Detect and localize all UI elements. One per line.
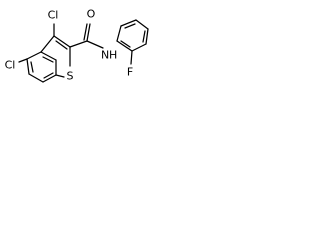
bond <box>30 61 34 73</box>
bond <box>40 35 55 53</box>
benzene-ring-bonds <box>26 51 57 83</box>
bond <box>145 28 149 45</box>
oxygen-label: O <box>87 8 96 21</box>
sulfur-label: S <box>67 70 74 83</box>
bond <box>26 58 30 75</box>
substituent-bonds <box>18 23 104 63</box>
bond <box>55 40 68 50</box>
bond <box>43 72 54 79</box>
bond <box>26 51 42 60</box>
nitrogen-label: N <box>101 49 109 62</box>
bond <box>131 43 147 52</box>
bond <box>40 51 57 61</box>
bond <box>18 58 28 63</box>
bond <box>42 56 54 63</box>
chlorine-label-top: Cl <box>48 9 59 22</box>
bond <box>83 23 88 41</box>
bond <box>116 25 122 42</box>
bond <box>116 40 133 52</box>
bond <box>28 73 44 83</box>
bond <box>53 35 71 48</box>
bond <box>86 23 91 42</box>
bond <box>55 74 65 78</box>
fluorine-label: F <box>127 66 133 79</box>
bond <box>142 30 146 43</box>
bond <box>69 40 88 48</box>
atom-labels: Cl Cl O N H S F <box>5 8 134 83</box>
bond <box>86 40 104 49</box>
bond <box>42 74 57 83</box>
molecule-structure: Cl Cl O N H S F <box>5 8 149 83</box>
fluorophenyl-ring-bonds <box>116 19 149 65</box>
hydrogen-label: H <box>109 49 117 62</box>
chlorine-label-left: Cl <box>5 59 16 72</box>
thiophene-ring-bonds <box>40 35 71 78</box>
bond <box>120 40 131 48</box>
bond <box>130 50 133 65</box>
bond <box>135 19 149 30</box>
bond <box>124 23 136 29</box>
bond <box>120 19 137 27</box>
